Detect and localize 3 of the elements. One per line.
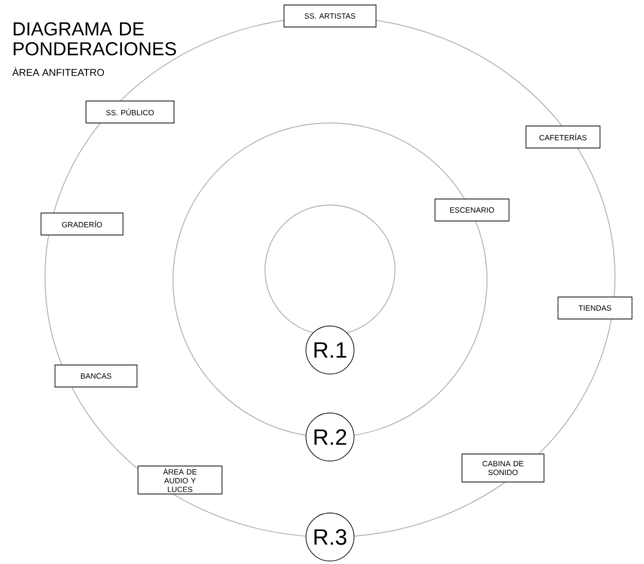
subtitle: ÀREA ANFITEATRO <box>12 67 104 76</box>
node-label: R.3 <box>314 529 346 545</box>
title: DIAGRAMA DE PONDERACIONES <box>14 22 176 56</box>
